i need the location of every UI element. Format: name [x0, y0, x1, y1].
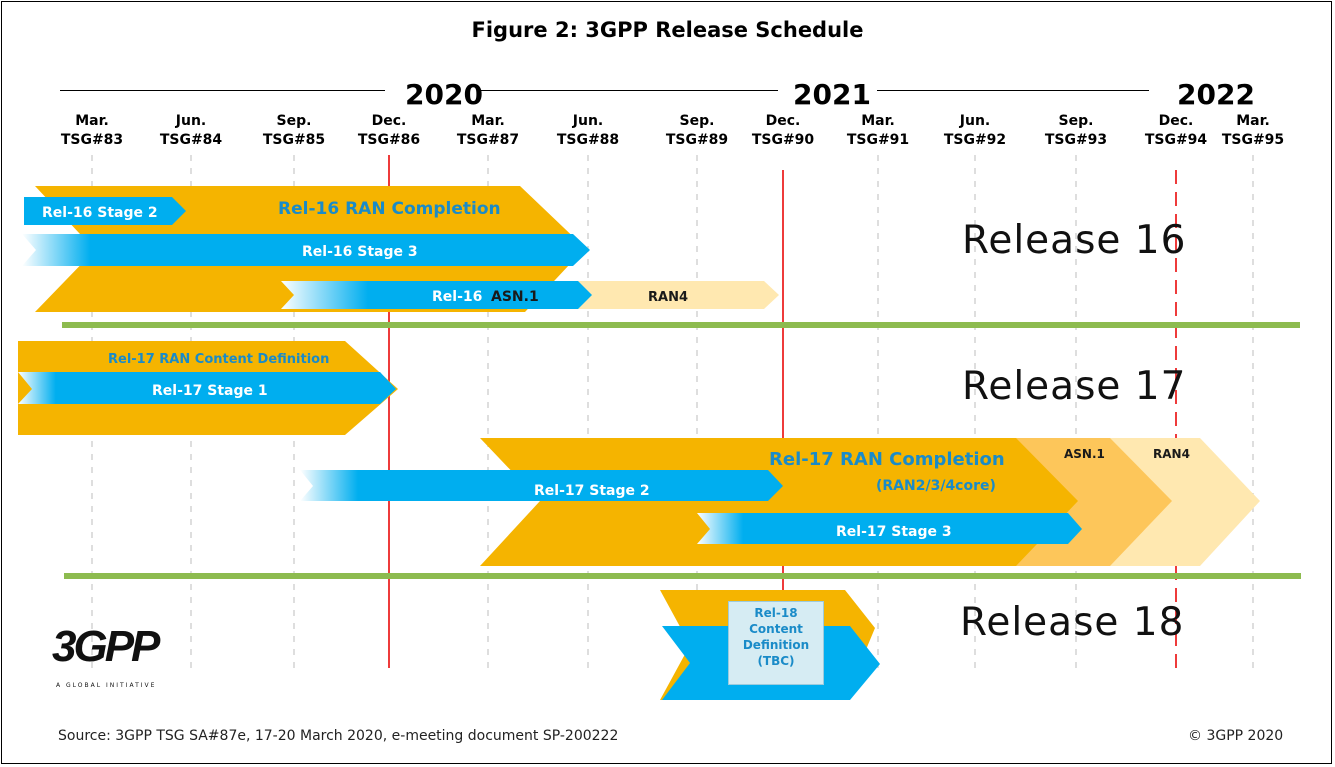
meeting-label: Sep. TSG#85: [249, 112, 339, 150]
meeting-label: Dec. TSG#86: [344, 112, 434, 150]
meeting-tsg: TSG#95: [1221, 132, 1285, 148]
meeting-tsg: TSG#90: [751, 132, 815, 148]
meeting-label: Mar. TSG#91: [833, 112, 923, 150]
logo-tagline: A GLOBAL INITIATIVE: [56, 682, 157, 689]
rel17-stage2-bar: [300, 470, 783, 501]
timeline-line: [60, 90, 385, 91]
rel16-stage2-label: Rel-16 Stage 2: [42, 205, 158, 221]
rel16-stage3-label: Rel-16 Stage 3: [302, 244, 418, 260]
rel18-box-line: Content: [749, 622, 803, 636]
rel16-stage3-bar: [22, 234, 590, 266]
meeting-month: Jun.: [175, 113, 207, 129]
rel16-asn1-bar: [281, 281, 592, 309]
meeting-label: Dec. TSG#90: [738, 112, 828, 150]
rel18-box-line: Rel-18: [754, 606, 798, 620]
meeting-month: Mar.: [1236, 113, 1270, 129]
rel18-content-definition-box: Rel-18 Content Definition (TBC): [728, 601, 824, 685]
meeting-month: Mar.: [75, 113, 109, 129]
release-17-label: Release 17: [962, 364, 1187, 409]
meeting-label: Jun. TSG#92: [930, 112, 1020, 150]
meeting-month: Jun.: [959, 113, 991, 129]
release-divider: [62, 322, 1300, 328]
3gpp-logo: 3GPP A GLOBAL INITIATIVE: [52, 622, 182, 692]
meeting-tsg: TSG#87: [456, 132, 520, 148]
rel16-asn1-label-suffix: ASN.1: [491, 289, 539, 305]
rel17-stage3-bar: [697, 513, 1082, 544]
meeting-tsg: TSG#91: [846, 132, 910, 148]
release-18-label: Release 18: [960, 600, 1185, 645]
meeting-label: Dec. TSG#94: [1131, 112, 1221, 150]
year-2021: 2021: [793, 78, 871, 111]
rel17-ran-completion-label: Rel-17 RAN Completion: [769, 449, 1005, 470]
rel16-ran4-label: RAN4: [648, 290, 688, 305]
copyright-note: © 3GPP 2020: [1188, 728, 1284, 744]
meeting-label: Sep. TSG#89: [652, 112, 742, 150]
meeting-tsg: TSG#93: [1044, 132, 1108, 148]
rel16-stage2-bar: [24, 197, 186, 225]
rel18-box-line: Definition: [742, 638, 810, 652]
meeting-month: Mar.: [861, 113, 895, 129]
rel17-ran-content-label: Rel-17 RAN Content Definition: [108, 352, 329, 367]
meeting-tsg: TSG#84: [159, 132, 223, 148]
meeting-tsg: TSG#94: [1144, 132, 1208, 148]
grid-lines: [91, 155, 1254, 670]
meeting-label: Jun. TSG#88: [543, 112, 633, 150]
meeting-tsg: TSG#83: [60, 132, 124, 148]
meeting-tsg: TSG#85: [262, 132, 326, 148]
release-16-label: Release 16: [962, 218, 1187, 263]
meeting-tsg: TSG#88: [556, 132, 620, 148]
release-divider: [64, 573, 1301, 579]
rel17-ran-completion-sub-label: (RAN2/3/4core): [876, 478, 996, 494]
meeting-month: Dec.: [765, 113, 801, 129]
rel17-ran4-label: RAN4: [1153, 447, 1190, 461]
rel17-stage3-label: Rel-17 Stage 3: [836, 524, 952, 540]
meeting-month: Sep.: [276, 113, 312, 129]
meeting-tsg: TSG#92: [943, 132, 1007, 148]
figure-title: Figure 2: 3GPP Release Schedule: [471, 18, 864, 42]
rel18-box-line: (TBC): [757, 654, 795, 668]
timeline-line: [877, 90, 1149, 91]
year-2020: 2020: [405, 78, 483, 111]
year-2022: 2022: [1177, 78, 1255, 111]
rel16-ran-completion-label: Rel-16 RAN Completion: [278, 199, 501, 219]
meeting-month: Sep.: [1058, 113, 1094, 129]
source-note: Source: 3GPP TSG SA#87e, 17-20 March 202…: [58, 728, 619, 744]
meeting-month: Sep.: [679, 113, 715, 129]
rel16-ran4-bar: [568, 281, 779, 309]
meeting-tsg: TSG#89: [665, 132, 729, 148]
meeting-label: Jun. TSG#84: [146, 112, 236, 150]
rel17-stage1-bar: [18, 372, 396, 404]
meeting-month: Jun.: [572, 113, 604, 129]
meeting-month: Dec.: [371, 113, 407, 129]
rel17-asn1-label: ASN.1: [1064, 447, 1105, 461]
logo-wordmark: 3GPP: [52, 622, 160, 671]
meeting-label: Mar. TSG#83: [47, 112, 137, 150]
meeting-label: Sep. TSG#93: [1031, 112, 1121, 150]
rel16-asn1-label-prefix: Rel-16: [432, 289, 482, 305]
rel17-stage1-label: Rel-17 Stage 1: [152, 383, 268, 399]
meeting-tsg: TSG#86: [357, 132, 421, 148]
meeting-label: Mar. TSG#95: [1208, 112, 1298, 150]
rel17-stage2-label: Rel-17 Stage 2: [534, 483, 650, 499]
meeting-month: Mar.: [471, 113, 505, 129]
rel17-ran4-bar: [1110, 438, 1260, 566]
meeting-label: Mar. TSG#87: [443, 112, 533, 150]
meeting-month: Dec.: [1158, 113, 1194, 129]
timeline-line: [480, 90, 778, 91]
